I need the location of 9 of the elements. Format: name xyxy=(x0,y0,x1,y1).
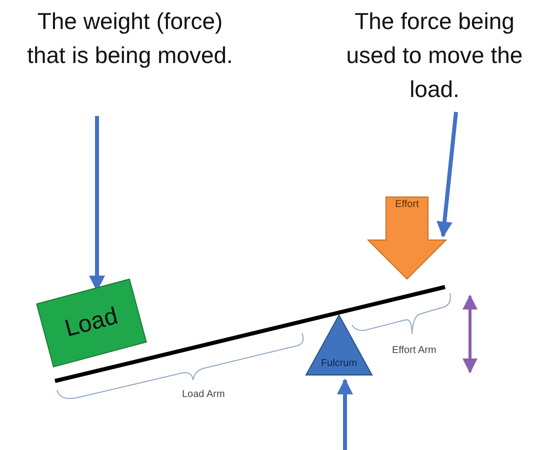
arrow xyxy=(337,378,353,450)
arm-label: Load Arm xyxy=(182,389,225,400)
arrow xyxy=(436,112,458,238)
fulcrum-triangle: Fulcrum xyxy=(305,314,373,376)
arm-label: Effort Arm xyxy=(392,345,436,356)
caption-text: The force being used to move the load. xyxy=(330,4,539,106)
effort-arrow: Effort xyxy=(365,196,449,280)
load-block: Load xyxy=(36,278,147,368)
caption-text: The weight (force) that is being moved. xyxy=(25,4,235,72)
